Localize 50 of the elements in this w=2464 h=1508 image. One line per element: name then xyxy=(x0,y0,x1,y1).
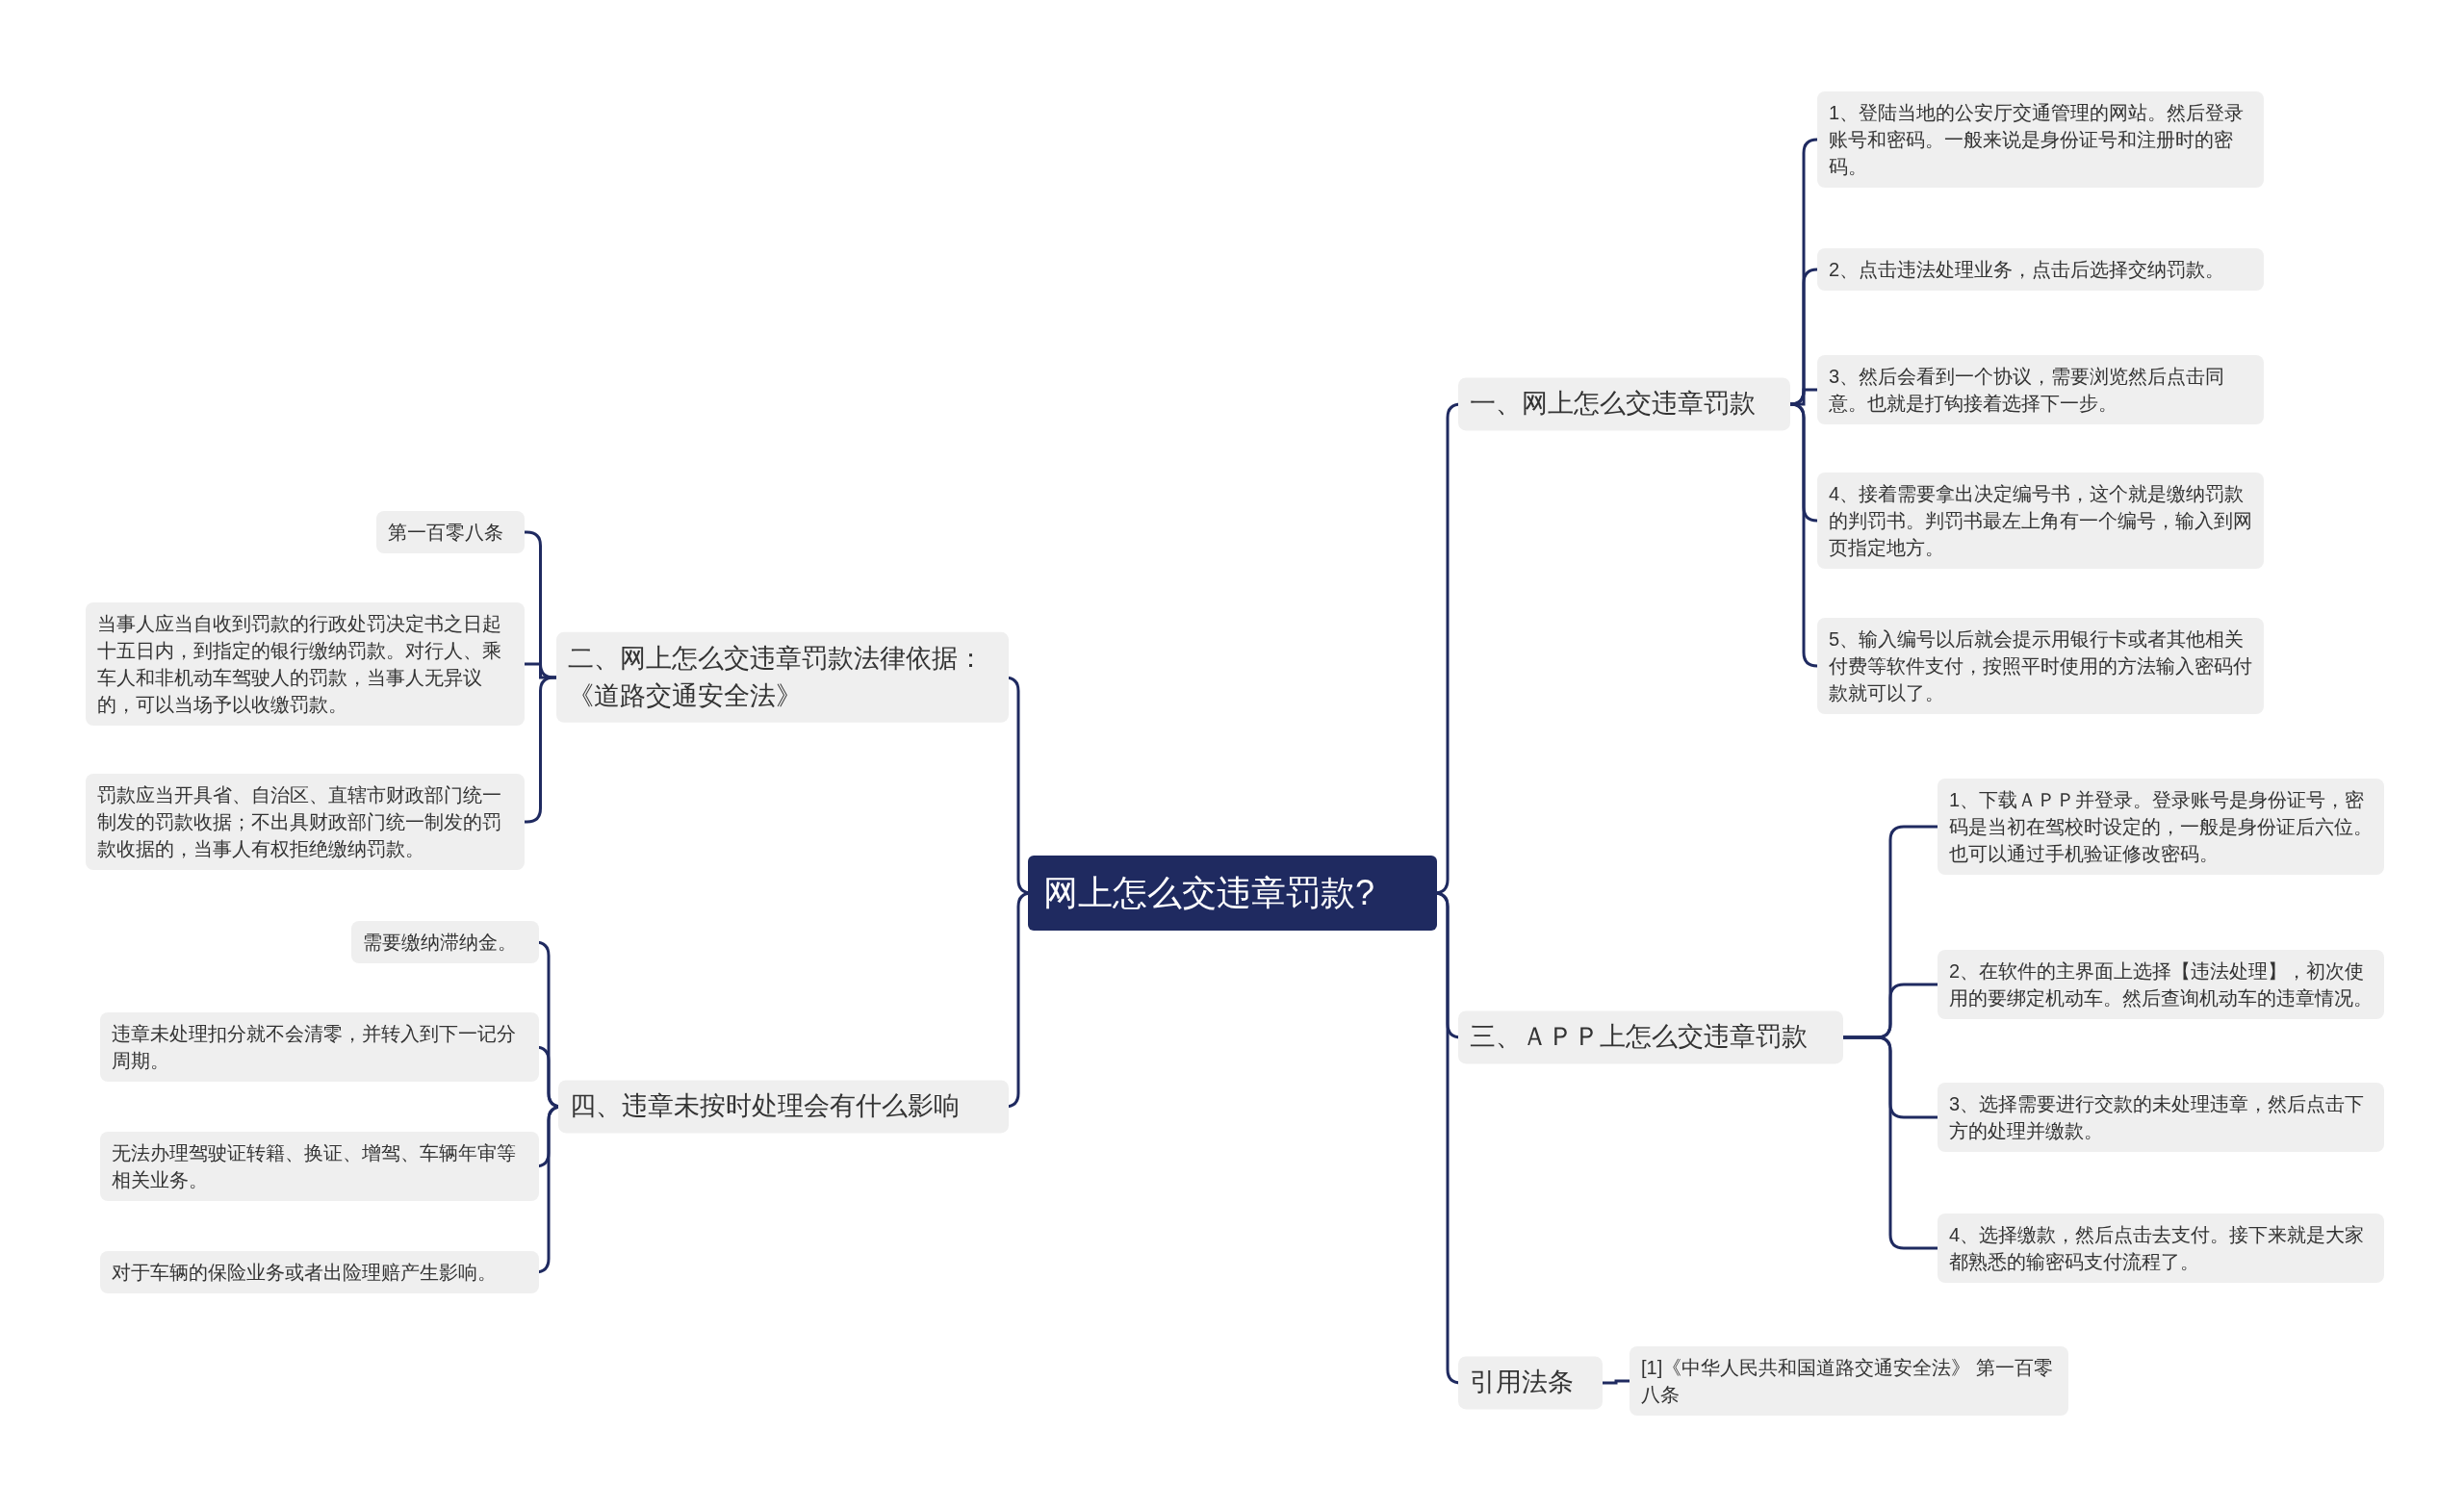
subtopic-box xyxy=(351,921,539,963)
branch-topic xyxy=(1458,1356,1603,1410)
subtopic-text: 1、登陆当地的公安厅交通管理的网站。然后登录账号和密码。一般来说是身份证号和注册时的密码。 xyxy=(1829,101,2246,179)
subtopic-box xyxy=(1938,779,2384,875)
branch-topic-text: 三、ＡＰＰ上怎么交违章罚款 xyxy=(1470,1021,1809,1054)
subtopic-text: 4、选择缴款，然后点击去支付。接下来就是大家都熟悉的输密码支付流程了。 xyxy=(1949,1223,2366,1274)
subtopic-box xyxy=(1938,950,2384,1019)
subtopic-box xyxy=(1817,355,2264,424)
branch-topic xyxy=(556,631,1009,724)
branch-topic-text: 引用法条 xyxy=(1470,1367,1575,1399)
subtopic-text: 4、接着需要拿出决定编号书，这个就是缴纳罚款的判罚书。判罚书最左上角有一个编号，输入到网页指定地方。 xyxy=(1829,482,2252,560)
branch-topic xyxy=(1458,377,1790,431)
branch-topic-text: 四、违章未按时处理会有什么影响 xyxy=(570,1090,961,1123)
connector-line xyxy=(1603,1379,1630,1385)
subtopic-box xyxy=(1817,473,2264,569)
subtopic-box xyxy=(100,1132,539,1201)
subtopic-text: 当事人应当自收到罚款的行政处罚决定书之日起十五日内，到指定的银行缴纳罚款。对行人、乘车人和非机动车驾驶人的罚款，当事人无异议的，可以当场予以收缴罚款。 xyxy=(97,612,502,717)
central-topic xyxy=(1028,856,1437,931)
subtopic-text: 第一百零八条 xyxy=(388,521,504,545)
branch-topic-text: 一、网上怎么交违章罚款 xyxy=(1470,388,1757,421)
subtopic-box xyxy=(1817,248,2264,291)
subtopic-box xyxy=(1938,1083,2384,1152)
subtopic-text: 2、点击违法处理业务，点击后选择交纳罚款。 xyxy=(1829,258,2226,282)
connector-line xyxy=(1788,402,1819,668)
subtopic-text: 5、输入编号以后就会提示用银行卡或者其他相关付费等软件支付，按照平时使用的方法输入密码付款就可以了。 xyxy=(1829,627,2252,705)
central-topic-text: 网上怎么交违章罚款? xyxy=(1043,872,1376,914)
connector-line xyxy=(1843,1035,1938,1250)
connector-line xyxy=(1788,268,1819,406)
subtopic-box xyxy=(376,511,525,553)
subtopic-text: [1]《中华人民共和国道路交通安全法》 第一百零八条 xyxy=(1641,1356,2054,1407)
subtopic-text: 需要缴纳滞纳金。 xyxy=(363,931,518,955)
subtopic-text: 3、选择需要进行交款的未处理违章，然后点击下方的处理并缴款。 xyxy=(1949,1092,2366,1143)
subtopic-text: 无法办理驾驶证转籍、换证、增驾、车辆年审等相关业务。 xyxy=(112,1141,517,1192)
branch-topic xyxy=(1458,1010,1843,1064)
subtopic-box xyxy=(100,1251,539,1293)
subtopic-box xyxy=(1817,91,2264,188)
subtopic-box xyxy=(1630,1346,2068,1416)
subtopic-text: 罚款应当开具省、自治区、直辖市财政部门统一制发的罚款收据；不出具财政部门统一制发的罚款收据的，当事人有权拒绝缴纳罚款。 xyxy=(97,783,502,861)
subtopic-box xyxy=(1938,1214,2384,1283)
subtopic-box xyxy=(86,774,525,870)
subtopic-text: 2、在软件的主界面上选择【违法处理】，初次使用的要绑定机动车。然后查询机动车的违章情况。 xyxy=(1949,959,2373,1010)
subtopic-box xyxy=(86,602,525,726)
branch-topic-text: 二、网上怎么交违章罚款法律依据：《道路交通安全法》 xyxy=(568,642,985,712)
subtopic-text: 3、然后会看到一个协议，需要浏览然后点击同意。也就是打钩接着选择下一步。 xyxy=(1829,365,2226,416)
subtopic-box xyxy=(100,1012,539,1082)
subtopic-text: 违章未处理扣分就不会清零，并转入到下一记分周期。 xyxy=(112,1022,517,1073)
branch-topic xyxy=(558,1080,1009,1134)
subtopic-text: 对于车辆的保险业务或者出险理赔产生影响。 xyxy=(112,1261,498,1285)
subtopic-text: 1、下载ＡＰＰ并登录。登录账号是身份证号，密码是当初在驾校时设定的，一般是身份证后六位。也可以通过手机验证修改密码。 xyxy=(1949,788,2373,866)
subtopic-box xyxy=(1817,618,2264,714)
